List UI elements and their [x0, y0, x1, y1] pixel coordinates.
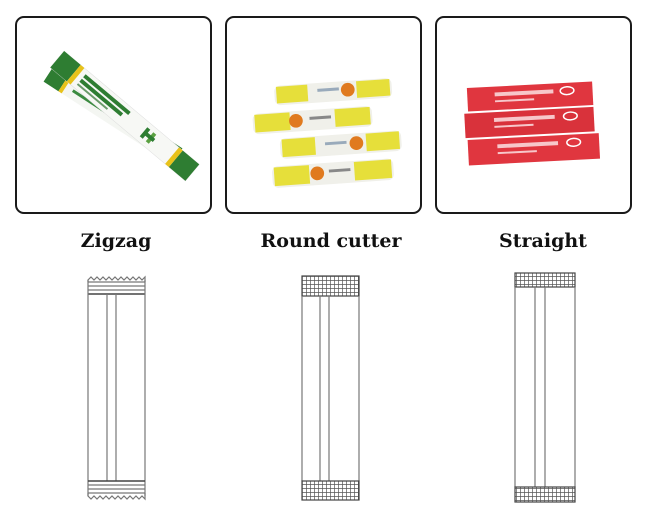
round-cutter-photo-card	[225, 16, 422, 214]
yellow-stick-4	[272, 158, 394, 188]
round-cutter-seal-diagram	[301, 275, 360, 501]
straight-seal-diagram	[514, 272, 576, 503]
zigzag-stick-packs-image	[43, 50, 200, 182]
top-crosshatch-seal	[301, 275, 360, 297]
zigzag-photo-card	[15, 16, 212, 214]
zigzag-seal-diagram	[87, 275, 146, 501]
red-stick-2	[464, 106, 595, 139]
top-straight-seal	[514, 272, 576, 288]
bottom-crosshatch-seal	[301, 480, 360, 501]
zigzag-label: Zigzag	[80, 230, 152, 252]
red-stick-3	[467, 133, 601, 166]
red-stick-1	[466, 81, 594, 112]
yellow-stick-2	[252, 106, 373, 135]
bottom-straight-seal	[514, 486, 576, 503]
straight-stick-packs-image	[464, 81, 601, 166]
round-cutter-label: Round cutter	[260, 230, 402, 252]
round-cutter-stick-packs-image	[252, 78, 402, 188]
yellow-stick-3	[279, 130, 402, 159]
top-zigzag-edge	[87, 275, 146, 282]
straight-photo-card	[435, 16, 632, 214]
bottom-zigzag-edge	[87, 493, 146, 501]
straight-label: Straight	[499, 230, 587, 252]
yellow-stick-1	[274, 78, 393, 106]
